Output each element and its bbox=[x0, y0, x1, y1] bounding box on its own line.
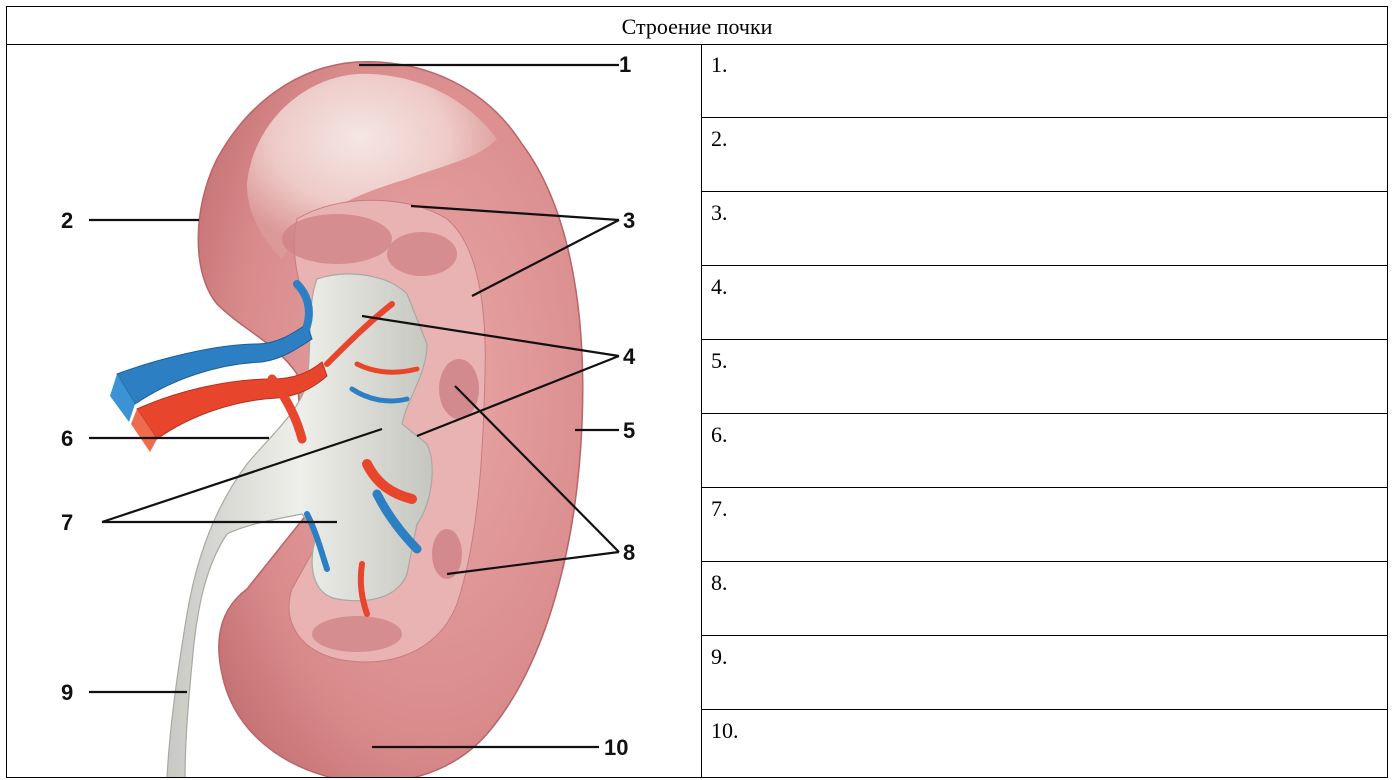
answer-number: 7. bbox=[711, 496, 728, 521]
renal-pyramid bbox=[282, 214, 392, 264]
answer-row-10[interactable]: 10. bbox=[702, 710, 1387, 779]
answer-row-8[interactable]: 8. bbox=[702, 562, 1387, 636]
callout-3: 3 bbox=[623, 208, 635, 233]
answer-number: 2. bbox=[711, 126, 728, 151]
answer-row-3[interactable]: 3. bbox=[702, 192, 1387, 266]
renal-pyramid bbox=[432, 529, 462, 579]
worksheet-table: Строение почки bbox=[6, 6, 1388, 778]
answer-number: 8. bbox=[711, 570, 728, 595]
callout-8: 8 bbox=[623, 540, 635, 565]
callout-1: 1 bbox=[619, 52, 631, 77]
answer-row-6[interactable]: 6. bbox=[702, 414, 1387, 488]
callout-5: 5 bbox=[623, 418, 635, 443]
kidney-figure-cell: 1 2 3 4 5 6 7 8 9 10 bbox=[7, 44, 702, 777]
answer-row-7[interactable]: 7. bbox=[702, 488, 1387, 562]
answer-row-1[interactable]: 1. bbox=[702, 44, 1387, 118]
callout-4: 4 bbox=[623, 344, 636, 369]
callout-7: 7 bbox=[61, 510, 73, 535]
answer-number: 5. bbox=[711, 348, 728, 373]
renal-pyramid bbox=[312, 616, 402, 652]
answer-column: 1. 2. 3. 4. 5. 6. 7. 8. 9. 10. bbox=[702, 44, 1387, 777]
answer-number: 4. bbox=[711, 274, 728, 299]
answer-number: 3. bbox=[711, 200, 728, 225]
callout-9: 9 bbox=[61, 680, 73, 705]
answer-number: 10. bbox=[711, 718, 739, 743]
kidney-illustration: 1 2 3 4 5 6 7 8 9 10 bbox=[7, 44, 701, 777]
answer-row-5[interactable]: 5. bbox=[702, 340, 1387, 414]
callout-2: 2 bbox=[61, 208, 73, 233]
answer-row-2[interactable]: 2. bbox=[702, 118, 1387, 192]
answer-number: 9. bbox=[711, 644, 728, 669]
table-title: Строение почки bbox=[7, 7, 1387, 45]
callout-10: 10 bbox=[604, 735, 628, 760]
renal-pyramid bbox=[387, 232, 457, 276]
answer-row-4[interactable]: 4. bbox=[702, 266, 1387, 340]
answer-number: 1. bbox=[711, 52, 728, 77]
callout-6: 6 bbox=[61, 426, 73, 451]
answer-row-9[interactable]: 9. bbox=[702, 636, 1387, 710]
answer-number: 6. bbox=[711, 422, 728, 447]
